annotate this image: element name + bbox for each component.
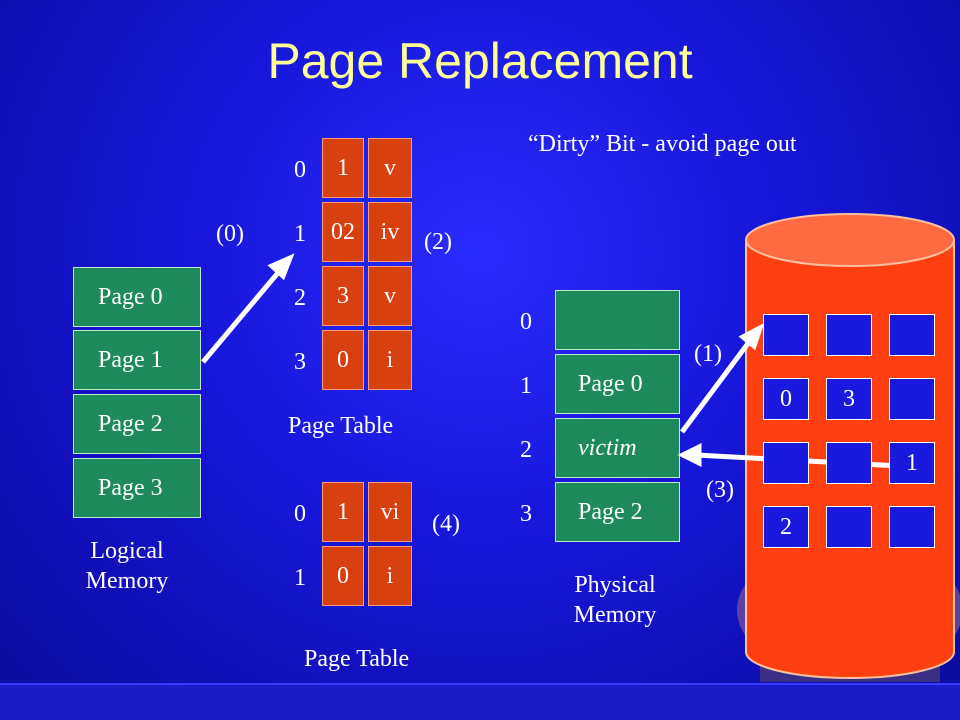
arrow-0-head-icon [267,253,295,281]
logical-memory-caption: Logical Memory [57,536,197,596]
pm-index-0: 0 [520,309,532,335]
logical-page-1: Page 1 [73,330,201,390]
pt-bottom-bit-0: vi [368,482,412,542]
physical-memory-caption: Physical Memory [550,570,680,630]
arrows [201,253,901,469]
disk-cell [826,506,872,548]
pt-top-frame-3: 0 [322,330,364,390]
disk-cell: 3 [826,378,872,420]
logical-page-3: Page 3 [73,458,201,518]
step-label-4: (4) [432,511,460,537]
disk-cell: 1 [889,442,935,484]
pm-index-3: 3 [520,501,532,527]
disk-cell [763,442,809,484]
pt-top-bit-3: i [368,330,412,390]
logical-page-2: Page 2 [73,394,201,454]
pt-top-index-1: 1 [294,221,306,247]
arrow-1-head-icon [738,322,765,351]
pt-top-index-0: 0 [294,157,306,183]
pt-bottom-frame-0: 1 [322,482,364,542]
step-label-0: (0) [216,221,244,247]
step-label-2: (2) [424,229,452,255]
pt-top-frame-0: 1 [322,138,364,198]
pt-bottom-index-0: 0 [294,501,306,527]
pm-frame-1: Page 0 [555,354,680,414]
pm-frame-2-victim: victim [555,418,680,478]
arrow-3-head-icon [677,442,702,468]
pt-top-index-2: 2 [294,285,306,311]
step-label-3: (3) [706,477,734,503]
pm-index-1: 1 [520,373,532,399]
disk-cell [826,314,872,356]
arrow-1 [679,336,755,434]
logical-page-0: Page 0 [73,267,201,327]
pt-top-bit-2: v [368,266,412,326]
arrow-0 [201,266,284,364]
pt-bottom-index-1: 1 [294,565,306,591]
disk-cell: 0 [763,378,809,420]
pt-top-frame-2: 3 [322,266,364,326]
step-label-1: (1) [694,341,722,367]
caption-line: Physical [574,572,656,598]
disk-cell [889,314,935,356]
pt-top-bit-0: v [368,138,412,198]
pt-top-index-3: 3 [294,349,306,375]
disk-cell [889,506,935,548]
pt-top-bit-1: iv [368,202,412,262]
disk-cell [889,378,935,420]
pt-bottom-caption: Page Table [304,646,410,672]
pt-top-frame-1: 02 [322,202,364,262]
page-title: Page Replacement [267,33,693,89]
pm-frame-3: Page 2 [555,482,680,542]
pm-index-2: 2 [520,437,532,463]
pt-top-caption: Page Table [288,413,394,439]
caption-line: Memory [85,568,169,594]
pt-bottom-frame-1: 0 [322,546,364,606]
pt-bottom-bit-1: i [368,546,412,606]
disk-cell [763,314,809,356]
bottom-bar [0,683,960,720]
disk-cell [826,442,872,484]
pm-frame-0 [555,290,680,350]
dirty-bit-note: “Dirty” Bit - avoid page out [528,131,797,157]
caption-line: Memory [573,602,657,628]
disk-cell: 2 [763,506,809,548]
caption-line: Logical [90,538,164,564]
